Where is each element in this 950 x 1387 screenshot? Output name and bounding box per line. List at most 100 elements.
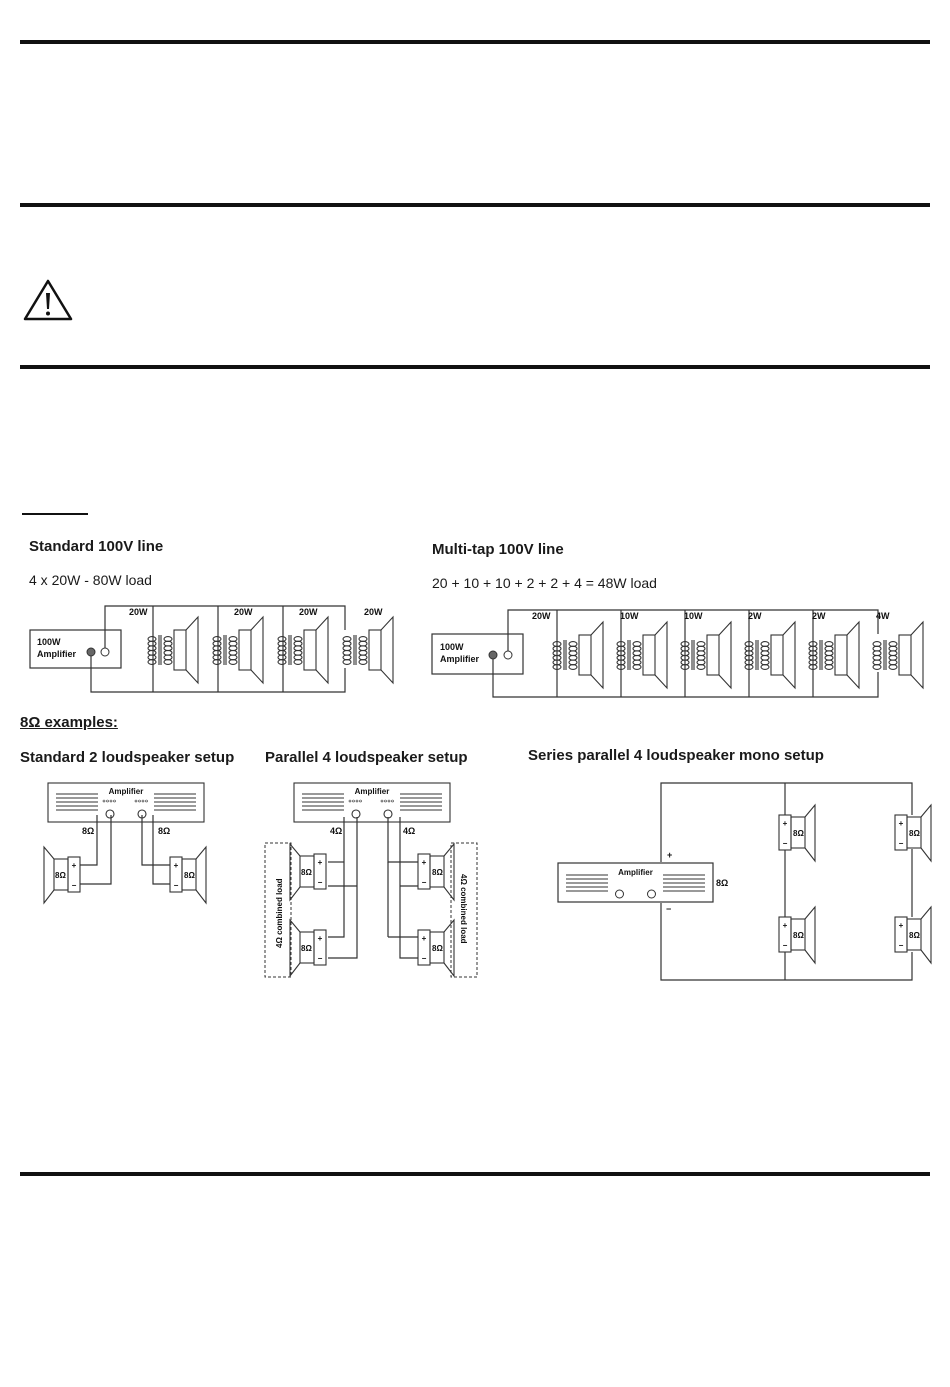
standard2-speaker-right: + −8Ω [169,845,207,905]
standard-100v-tap-2: 20W [234,607,253,617]
standard-100v-amplifier [29,629,122,669]
parallel4-amplifier: Amplifier [293,782,451,823]
standard-100v-title: Standard 100V line [29,538,164,555]
svg-text:+: + [318,858,323,867]
seriesparallel-speaker-4: + −8Ω [894,905,932,965]
svg-text:+: + [783,921,788,930]
standard2-amplifier-label: Amplifier [109,787,144,796]
parallel4-amplifier-label: Amplifier [355,787,390,796]
multitap-100v-amp-label-2: Amplifier [440,654,480,664]
svg-text:−: − [422,954,427,963]
seriesparallel-amp-label: Amplifier [618,868,653,877]
standard-100v-tap-3: 20W [299,607,318,617]
multitap-100v-load: 20 + 10 + 10 + 2 + 2 + 4 = 48W load [432,575,657,591]
standard-100v-speaker-1 [147,615,199,685]
svg-text:+: + [783,819,788,828]
svg-text:−: − [899,839,904,848]
multitap-100v-speaker-6 [872,620,924,690]
svg-text:−: − [783,839,788,848]
multitap-100v-speaker-2 [616,620,668,690]
standard2-speaker-left: + −8Ω [43,845,81,905]
standard-100v-amp-label-1: 100W [37,637,61,647]
parallel4-title: Parallel 4 loudspeaker setup [265,749,468,766]
svg-text:−: − [422,878,427,887]
svg-text:8Ω: 8Ω [793,829,804,838]
svg-text:+: + [422,858,427,867]
parallel4-combined-right: 4Ω combined load [459,874,468,944]
seriesparallel-speaker-3: + −8Ω [894,803,932,863]
seriesparallel-load: 8Ω [716,878,728,888]
svg-text:8Ω: 8Ω [55,871,66,880]
svg-text:−: − [783,941,788,950]
standard-100v-speaker-3 [277,615,329,685]
standard-100v-amp-label-2: Amplifier [37,649,77,659]
multitap-100v-tap-3: 10W [684,611,703,621]
svg-text:+: + [318,934,323,943]
svg-text:+: + [899,819,904,828]
multitap-100v-speaker-5 [808,620,860,690]
multitap-100v-tap-6: 4W [876,611,890,621]
parallel4-combined-left: 4Ω combined load [275,878,284,948]
multitap-100v-title: Multi-tap 100V line [432,541,564,558]
standard-100v-speaker-2 [212,615,264,685]
svg-text:8Ω: 8Ω [909,829,920,838]
seriesparallel-amplifier [557,862,714,903]
multitap-100v-amp-label-1: 100W [440,642,464,652]
svg-text:8Ω: 8Ω [301,868,312,877]
svg-text:−: − [318,878,323,887]
multitap-100v-tap-4: 2W [748,611,762,621]
parallel4-speaker-1: + −8Ω [289,842,327,902]
standard-100v-tap-1: 20W [129,607,148,617]
svg-text:−: − [174,881,179,890]
rule-4 [20,1172,930,1176]
warning-icon [23,279,73,321]
multitap-100v-speaker-3 [680,620,732,690]
svg-text:+: + [422,934,427,943]
seriesparallel-plus: + [667,850,672,860]
seriesparallel-speaker-2: + −8Ω [778,905,816,965]
multitap-100v-amplifier [431,633,524,675]
parallel4-line-left: 4Ω [330,826,342,836]
parallel4-speaker-4: + −8Ω [417,918,455,978]
standard-100v-tap-4: 20W [364,607,383,617]
rule-2 [20,203,930,207]
parallel4-line-right: 4Ω [403,826,415,836]
multitap-100v-tap-1: 20W [532,611,551,621]
8ohm-heading: 8Ω examples: [20,714,118,731]
multitap-100v-tap-5: 2W [812,611,826,621]
parallel4-speaker-3: + −8Ω [417,842,455,902]
standard2-line-left: 8Ω [82,826,94,836]
svg-text:+: + [72,861,77,870]
seriesparallel-speaker-1: + −8Ω [778,803,816,863]
svg-text:8Ω: 8Ω [432,868,443,877]
standard-100v-load: 4 x 20W - 80W load [29,572,152,588]
multitap-100v-speaker-4 [744,620,796,690]
svg-text:8Ω: 8Ω [184,871,195,880]
svg-text:−: − [318,954,323,963]
parallel4-speaker-2: + −8Ω [289,918,327,978]
rule-3 [20,365,930,369]
seriesparallel-minus: − [666,904,671,914]
standard2-title: Standard 2 loudspeaker setup [20,749,235,766]
svg-text:8Ω: 8Ω [793,931,804,940]
standard2-line-right: 8Ω [158,826,170,836]
svg-text:8Ω: 8Ω [432,944,443,953]
seriesparallel-title: Series parallel 4 loudspeaker mono setup [528,747,824,764]
svg-text:8Ω: 8Ω [301,944,312,953]
multitap-100v-speaker-1 [552,620,604,690]
svg-text:+: + [899,921,904,930]
multitap-100v-tap-2: 10W [620,611,639,621]
svg-text:−: − [72,881,77,890]
svg-text:+: + [174,861,179,870]
standard2-amplifier: Amplifier [47,782,205,823]
rule-1 [20,40,930,44]
standard-100v-speaker-4 [342,615,394,685]
section-underline [22,513,88,515]
svg-text:−: − [899,941,904,950]
svg-text:8Ω: 8Ω [909,931,920,940]
